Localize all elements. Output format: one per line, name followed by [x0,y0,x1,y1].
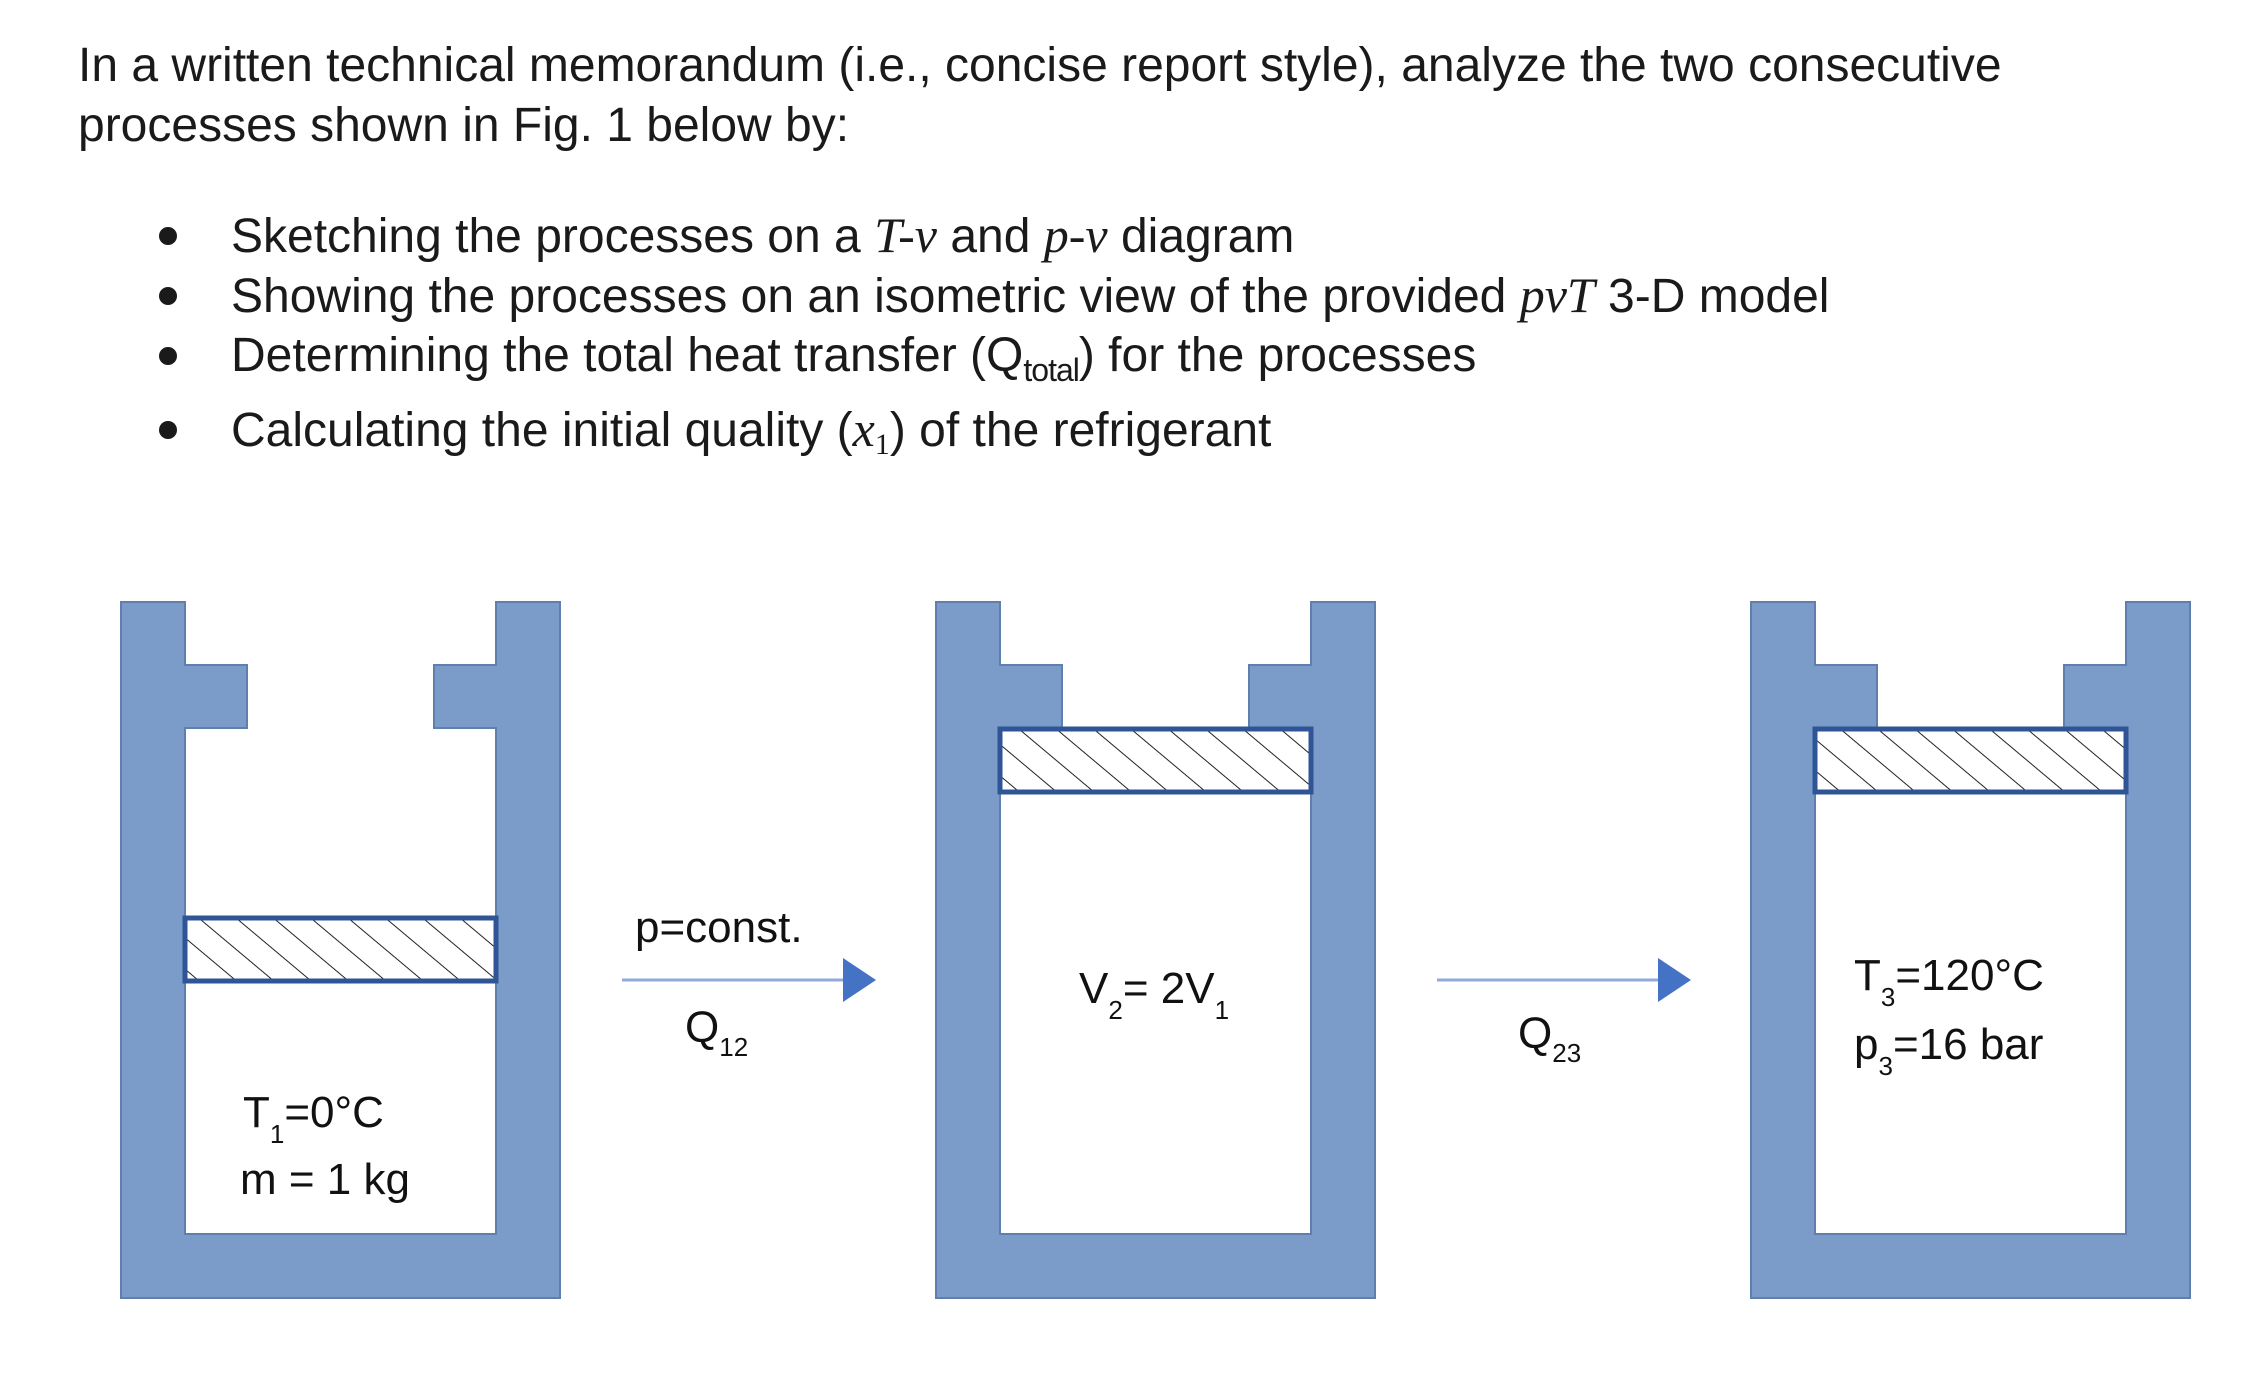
process-12-arrow: p=const. Q12 [622,903,876,1062]
piston-2 [997,726,1314,795]
cylinder-state-1: T1=0°C m = 1 kg [120,601,561,1299]
task-list: Sketching the processes on a T-v and p-v… [148,206,1829,474]
state1-temperature: T1=0°C [243,1088,384,1149]
q23-label: Q23 [1518,1009,1581,1068]
process-23-arrow: Q23 [1437,958,1691,1068]
cylinder-state-3: T3=120°C p3=16 bar [1750,601,2191,1299]
bullet-dot-icon [159,421,177,439]
q12-label: Q12 [685,1003,748,1062]
state3-temperature: T3=120°C [1854,951,2044,1012]
bullet-dot-icon [159,227,177,245]
task-item-heat-transfer: Determining the total heat transfer (Qto… [148,326,1829,400]
bullet-dot-icon [159,347,177,365]
arrow-head-icon [843,958,876,1002]
arrow-head-icon [1658,958,1691,1002]
process12-label: p=const. [635,903,803,952]
piston-3 [1812,726,2129,795]
cylinder-wall-3 [1750,601,2191,1299]
task-item-sketch: Sketching the processes on a T-v and p-v… [148,206,1829,266]
state2-volume: V2= 2V1 [1079,964,1229,1025]
task-item-isometric: Showing the processes on an isometric vi… [148,266,1829,326]
bullet-dot-icon [159,287,177,305]
state3-pressure: p3=16 bar [1854,1020,2043,1081]
piston-1 [182,915,499,984]
state1-mass: m = 1 kg [240,1155,410,1204]
cylinder-state-2: V2= 2V1 [935,601,1376,1299]
intro-text: In a written technical memorandum (i.e.,… [78,39,2002,152]
cylinder-wall-2 [935,601,1376,1299]
task-item-quality: Calculating the initial quality (x1) of … [148,400,1829,474]
